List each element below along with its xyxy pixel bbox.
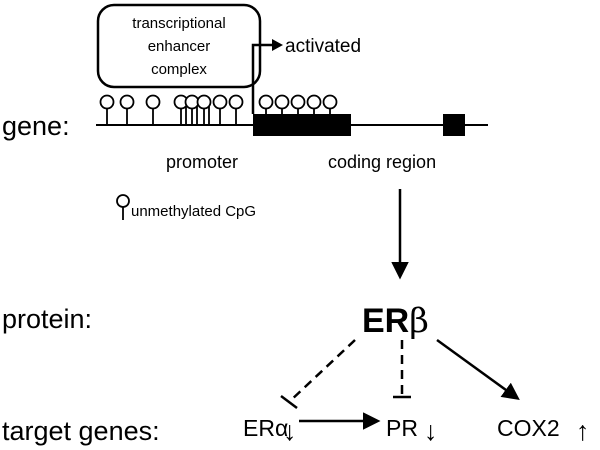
cpg-lollipop-icon: [258, 94, 274, 125]
exon-block-1: [253, 114, 351, 136]
target-pr-change-icon: ↓: [424, 416, 438, 446]
inhibition-edge-pr: [393, 340, 411, 399]
target-row-label: target genes:: [2, 416, 160, 446]
cpg-lollipop-icon: [306, 94, 322, 125]
enhancer-line-3: complex: [151, 61, 207, 78]
cpg-lollipop-icon: [196, 94, 212, 125]
protein-row-label: protein:: [2, 304, 92, 334]
exon-block-2: [443, 114, 465, 136]
cpg-lollipop-icon: [212, 94, 228, 125]
cpg-legend: unmethylated CpG: [116, 194, 256, 220]
cpg-sites: [99, 94, 338, 125]
target-pr-name: PR: [386, 415, 418, 441]
lollipop-open-circle-icon: [116, 194, 130, 220]
target-cox2-name: COX2: [497, 415, 560, 441]
activated-label: activated: [285, 36, 361, 57]
cpg-legend-label: unmethylated CpG: [131, 203, 256, 220]
cpg-lollipop-icon: [99, 94, 115, 125]
cpg-lollipop-icon: [119, 94, 135, 125]
target-cox2-change-icon: ↑: [576, 416, 590, 446]
cpg-lollipop-icon: [228, 94, 244, 125]
transcription-start-arrow: [251, 39, 283, 114]
cpg-lollipop-icon: [145, 94, 161, 125]
target-eralpha-change-icon: ↓: [283, 416, 297, 446]
target-eralpha-name: ERα: [243, 415, 288, 441]
enhancer-complex: transcriptional enhancer complex: [96, 3, 262, 89]
gene-row-label: gene:: [2, 111, 70, 141]
inhibition-edge-eralpha: [280, 339, 356, 409]
enhancer-line-1: transcriptional: [132, 15, 225, 32]
cpg-lollipop-icon: [290, 94, 306, 125]
coding-region-label: coding region: [328, 152, 436, 172]
cpg-lollipop-icon: [322, 94, 338, 125]
cpg-lollipop-icon: [274, 94, 290, 125]
protein-name: ERβ: [362, 301, 429, 341]
enhancer-line-2: enhancer: [148, 38, 211, 55]
promoter-label: promoter: [166, 152, 238, 172]
activation-edge-cox2: [436, 338, 520, 401]
